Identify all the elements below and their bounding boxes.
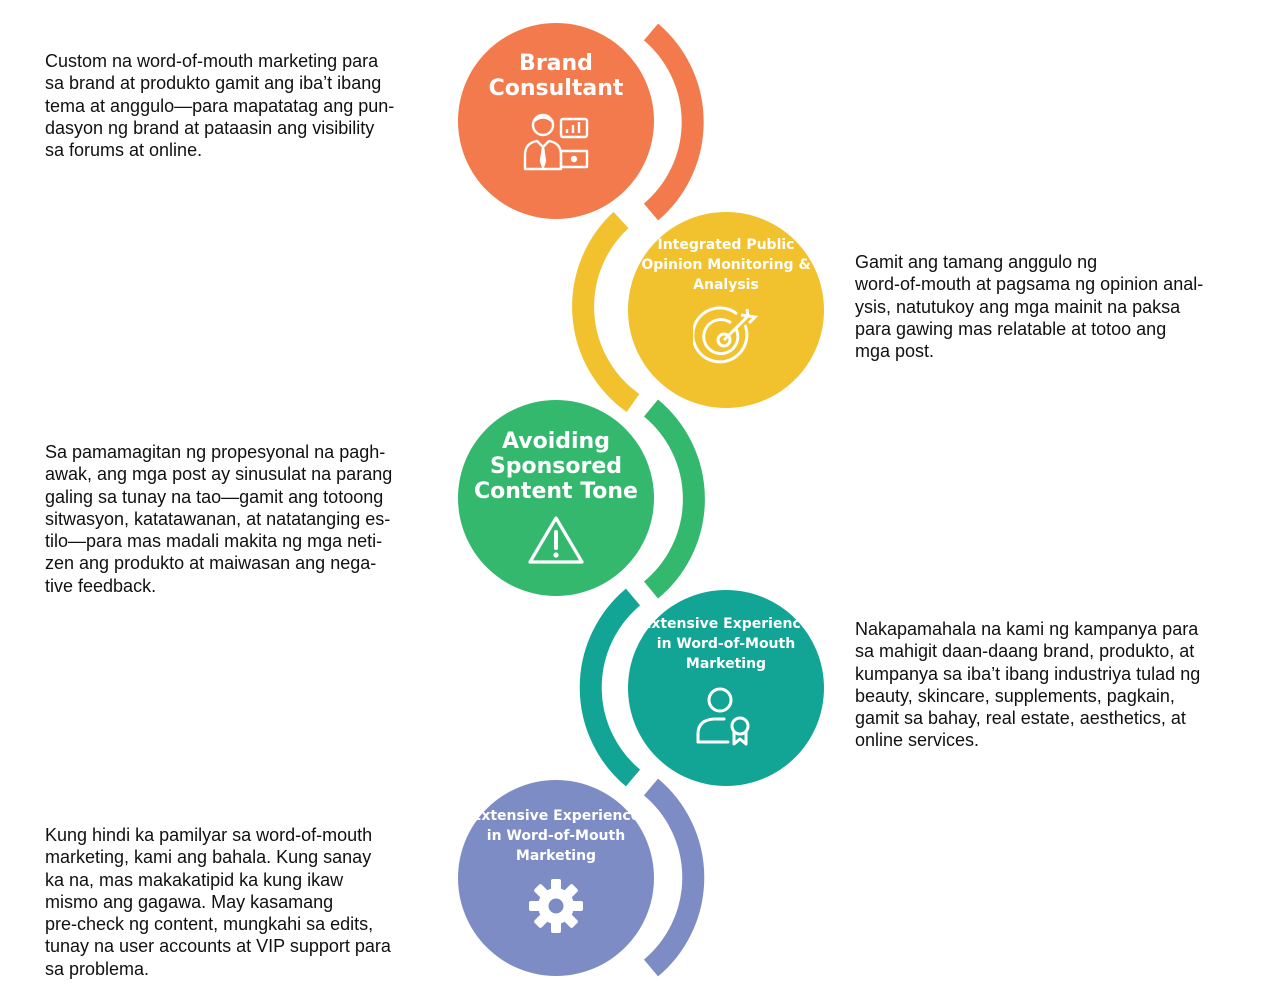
arc-brand-consultant [643, 23, 704, 221]
consultant-laptop-icon [521, 111, 591, 178]
target-arrow-icon [691, 305, 759, 376]
brand-consultant-description: Custom na word-of-mouth marketing para s… [45, 51, 395, 161]
avoiding-sponsored-description: Sa pamamagitan ng propesyonal na pagh- a… [45, 442, 393, 596]
arc-extensive-experience [579, 588, 641, 787]
extensive-experience-description: Nakapamahala na kami ng kampanya para sa… [855, 619, 1201, 751]
certified-user-icon [694, 684, 758, 753]
opinion-monitoring-circle: Integrated Public Opinion Monitoring & A… [628, 212, 824, 408]
extensive-experience-title: Extensive Experience in Word-of-Mouth Ma… [641, 615, 811, 672]
avoiding-sponsored-circle: Avoiding Sponsored Content Tone [458, 400, 654, 596]
support-circle: Extensive Experience in Word-of-Mouth Ma… [458, 780, 654, 976]
opinion-monitoring-title: Integrated Public Opinion Monitoring & A… [641, 236, 811, 293]
brand-consultant-title: Brand Consultant [488, 50, 624, 101]
support-title: Extensive Experience in Word-of-Mouth Ma… [471, 807, 641, 864]
arc-opinion-monitoring [572, 211, 640, 412]
arc-avoiding-sponsored [643, 399, 705, 599]
brand-consultant-circle: Brand Consultant [458, 23, 654, 219]
opinion-monitoring-description: Gamit ang tamang anggulo ng word-of-mout… [855, 252, 1204, 362]
avoiding-sponsored-title: Avoiding Sponsored Content Tone [474, 429, 638, 504]
gear-icon [526, 876, 586, 941]
support-description: Kung hindi ka pamilyar sa word-of-mouth … [45, 825, 391, 979]
arc-support [643, 778, 705, 977]
extensive-experience-circle: Extensive Experience in Word-of-Mouth Ma… [628, 590, 824, 786]
warning-triangle-icon [526, 514, 586, 571]
